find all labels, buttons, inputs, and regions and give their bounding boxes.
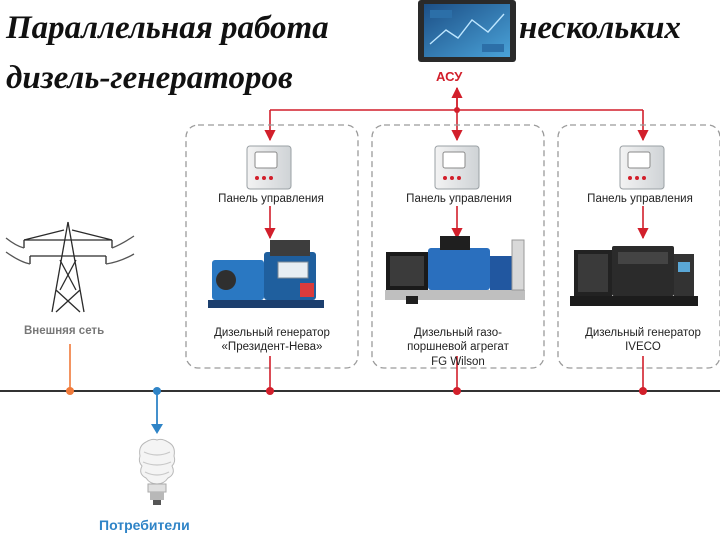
panel-label-3: Панель управления bbox=[587, 193, 693, 205]
title-line-1-left: Параллельная работа bbox=[6, 10, 329, 46]
grid-label: Внешняя сеть bbox=[24, 325, 105, 337]
light-bulb-icon bbox=[138, 438, 176, 505]
generator-label-1: Дизельный генератор «Президент-Нева» bbox=[192, 326, 352, 355]
panel-label-2: Панель управления bbox=[406, 193, 512, 205]
unit-box-1 bbox=[185, 124, 359, 369]
unit-box-3 bbox=[557, 124, 720, 369]
generator-3-line-1: Дизельный генератор bbox=[585, 327, 701, 339]
generator-2-line-3: FG Wilson bbox=[431, 355, 485, 368]
control-panel-icon-1 bbox=[246, 145, 292, 190]
generator-label-3: Дизельный генератор IVECO bbox=[563, 326, 720, 355]
consumers-label: Потребители bbox=[99, 517, 190, 533]
control-panel-icon-2 bbox=[434, 145, 480, 190]
generator-label-2: Дизельный газо- поршневой агрегат FG Wil… bbox=[378, 326, 538, 369]
asu-monitor-icon bbox=[418, 0, 516, 62]
generator-2-line-1: Дизельный газо- bbox=[414, 327, 502, 339]
generator-icon-2 bbox=[385, 236, 525, 304]
control-panel-icon-3 bbox=[619, 145, 665, 190]
generator-1-line-2: «Президент-Нева» bbox=[221, 341, 323, 354]
generator-3-line-2: IVECO bbox=[625, 341, 661, 354]
title-line-2: дизель-генераторов bbox=[6, 60, 293, 96]
panel-label-1: Панель управления bbox=[218, 193, 324, 205]
generator-1-line-1: Дизельный генератор bbox=[214, 327, 330, 339]
generator-taps bbox=[266, 356, 647, 395]
transmission-tower-icon bbox=[5, 221, 135, 313]
generator-icon-3 bbox=[570, 246, 698, 306]
title-line-1-right: нескольких bbox=[519, 10, 681, 46]
asu-label: АСУ bbox=[436, 69, 463, 84]
consumer-tap bbox=[151, 387, 163, 434]
generator-icon-1 bbox=[208, 240, 324, 308]
grid-tap-dot bbox=[66, 387, 74, 395]
unit-box-2 bbox=[371, 124, 545, 369]
generator-2-line-2: поршневой агрегат bbox=[407, 341, 509, 354]
asu-junction-dot bbox=[454, 107, 460, 113]
